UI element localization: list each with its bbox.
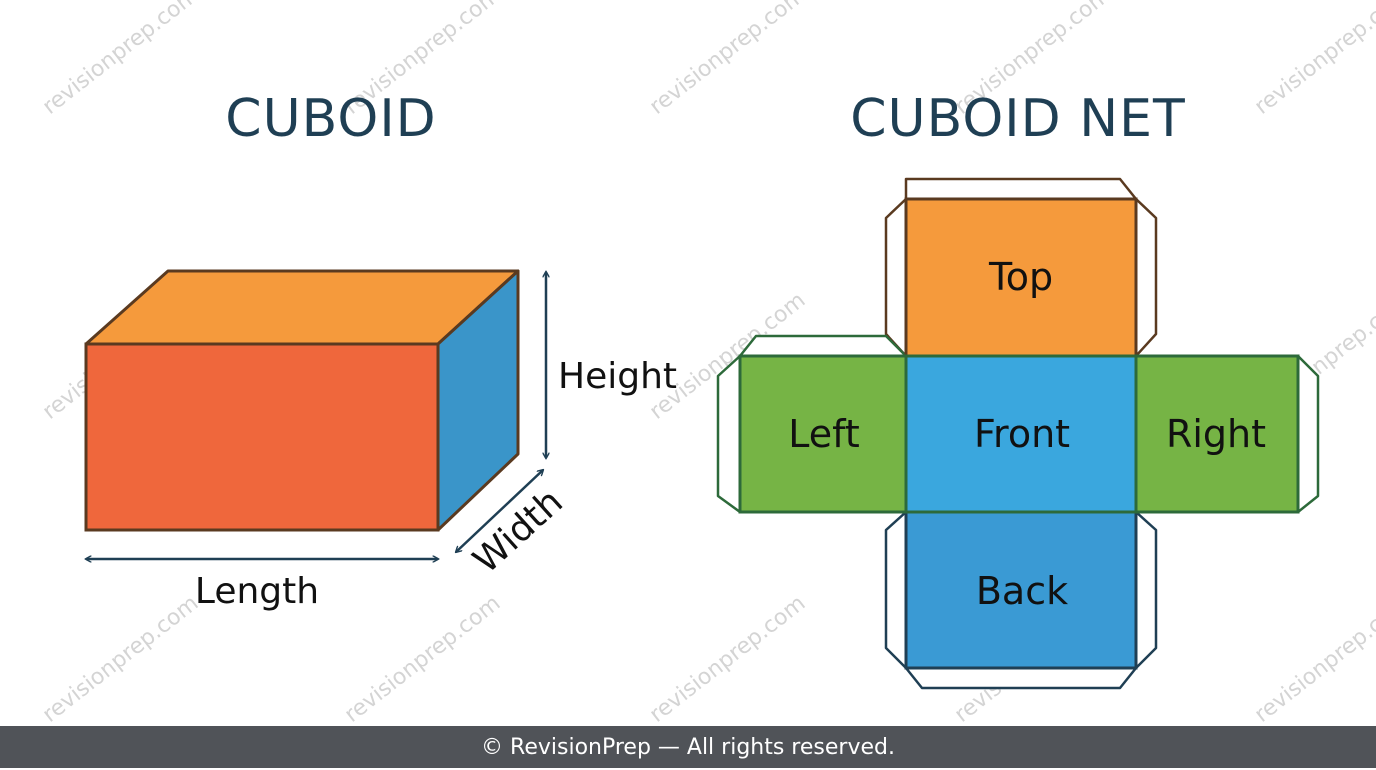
height-label: Height: [558, 356, 677, 397]
diagram-stage: revisionprep.com revisionprep.com revisi…: [38, 0, 1376, 728]
net-label-left: Left: [788, 412, 860, 456]
copyright-footer: © RevisionPrep — All rights reserved.: [0, 726, 1376, 768]
net-label-front: Front: [974, 412, 1070, 456]
tab-top-left: [884, 197, 908, 358]
tab-top-right: [1134, 197, 1158, 358]
cuboid-3d: [84, 269, 520, 532]
width-arrow: [456, 470, 543, 552]
tab-back-left: [884, 510, 908, 670]
tab-back-lower: [904, 666, 1138, 690]
net-title: CUBOID NET: [850, 89, 1185, 149]
footer-text: © RevisionPrep — All rights reserved.: [481, 735, 895, 760]
diagram-svg: CUBOID CUBOID NET Height Width Length: [84, 89, 1320, 690]
net-face-back: [904, 510, 1138, 670]
cuboid-front-face: [84, 342, 440, 532]
tab-top-upper: [904, 177, 1138, 201]
cuboid-net: Top Left Front Right Back: [716, 177, 1320, 690]
length-label: Length: [195, 571, 319, 612]
tab-left-outer: [716, 354, 742, 514]
net-label-back: Back: [976, 569, 1068, 613]
net-face-left: [738, 354, 908, 514]
tab-right-outer: [1296, 354, 1320, 514]
tab-left-upper: [738, 334, 908, 358]
net-face-front: [904, 354, 1138, 514]
net-label-right: Right: [1166, 412, 1266, 456]
width-label: Width: [466, 481, 571, 581]
cuboid-title: CUBOID: [225, 89, 436, 149]
net-label-top: Top: [988, 255, 1053, 299]
tab-back-right: [1134, 510, 1158, 670]
